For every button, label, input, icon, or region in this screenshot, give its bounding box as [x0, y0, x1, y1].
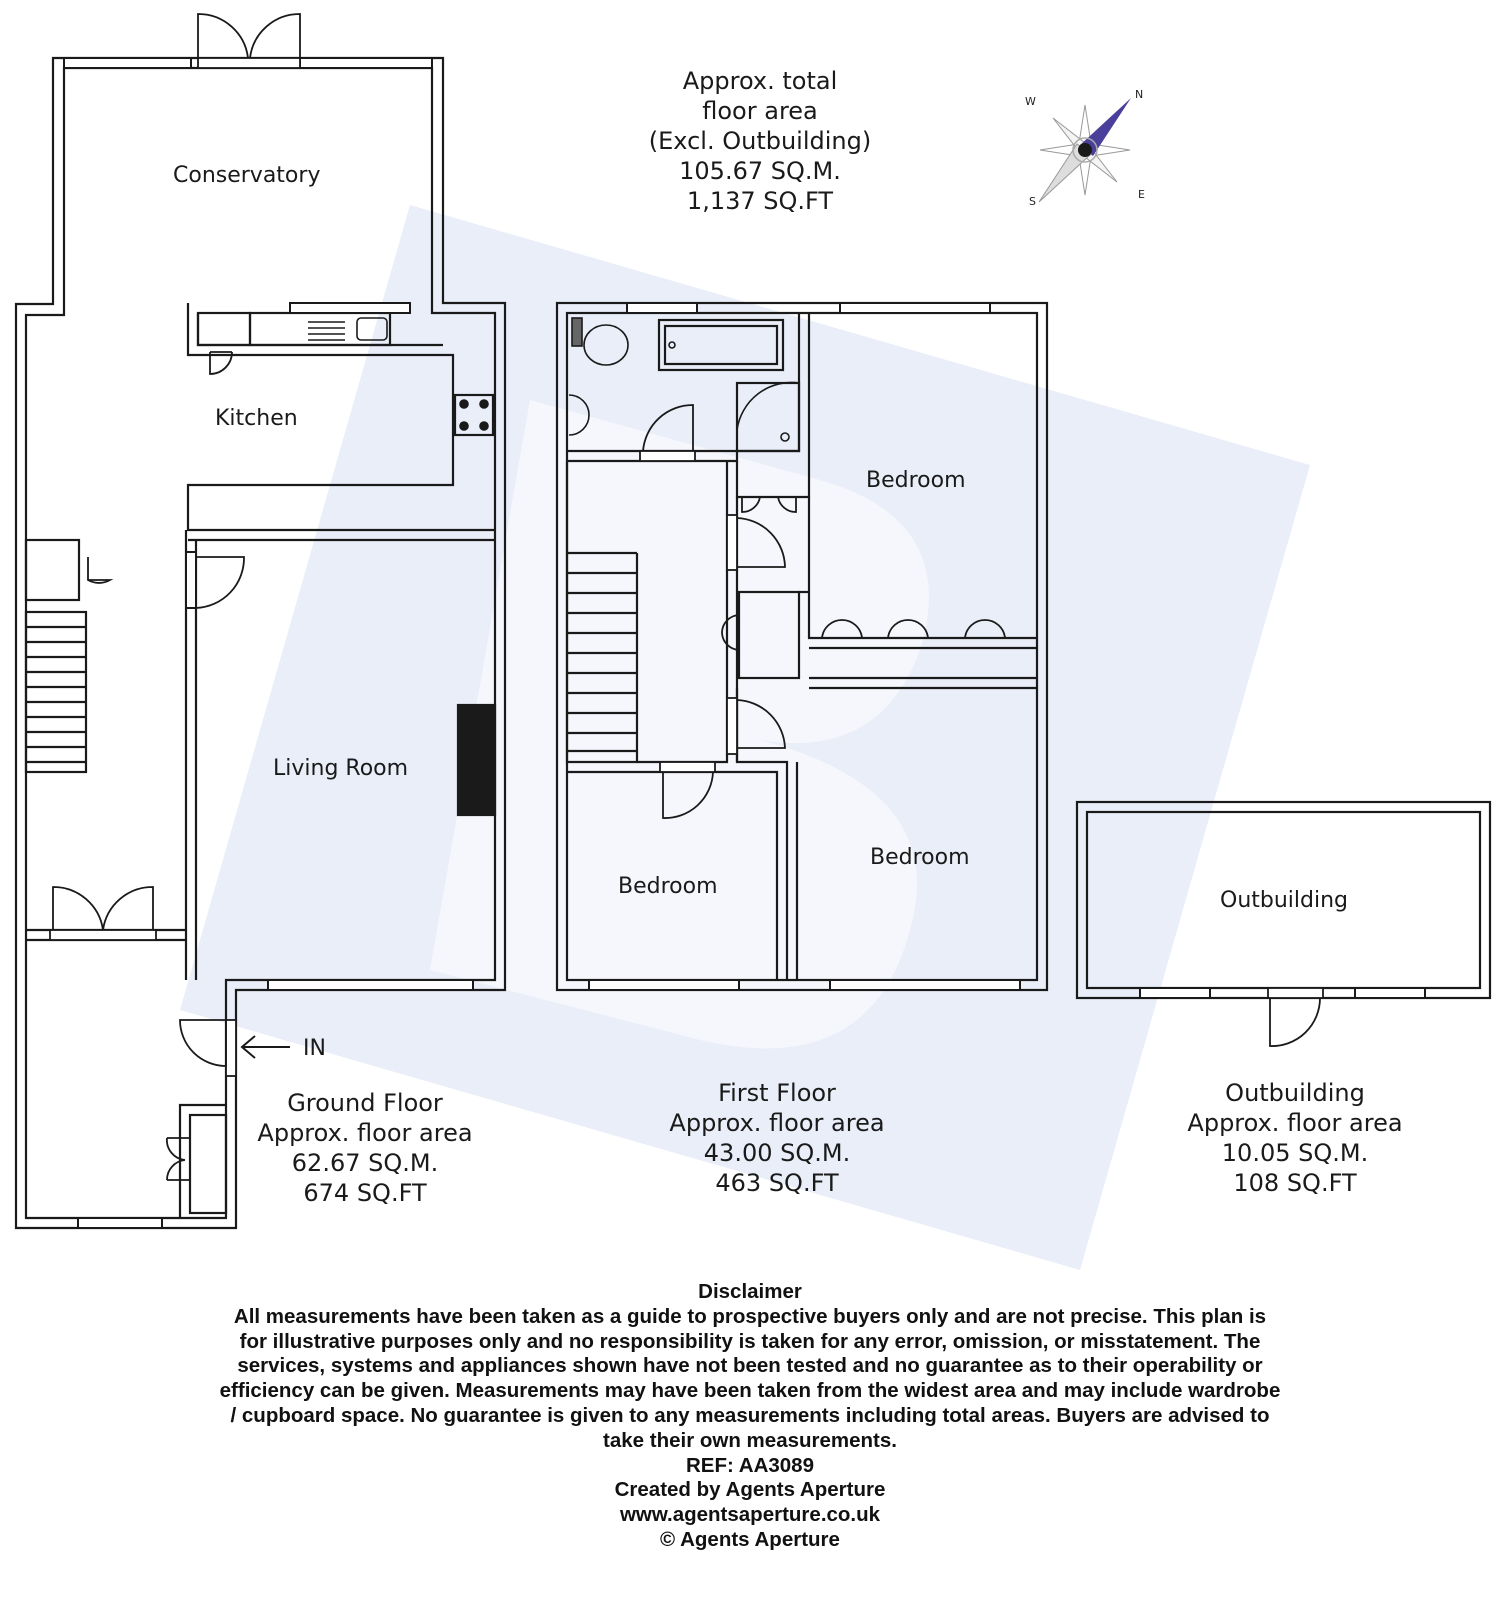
- room-bedroom-2: Bedroom: [618, 874, 718, 899]
- room-outbuilding: Outbuilding: [1220, 888, 1348, 913]
- total-area-line: floor area: [702, 97, 818, 125]
- disclaimer-line: services, systems and appliances shown h…: [237, 1354, 1263, 1378]
- total-area-line: Approx. total: [682, 67, 838, 95]
- room-kitchen: Kitchen: [215, 406, 298, 431]
- disclaimer: Disclaimer All measurements have been ta…: [150, 1280, 1350, 1553]
- ground-floor-line: 674 SQ.FT: [303, 1179, 427, 1207]
- ground-floor-area: Ground Floor Approx. floor area 62.67 SQ…: [225, 1088, 505, 1208]
- ground-floor-line: 62.67 SQ.M.: [291, 1149, 439, 1177]
- outbuilding-line: 108 SQ.FT: [1233, 1169, 1357, 1197]
- total-area-line: 105.67 SQ.M.: [679, 157, 841, 185]
- outbuilding-line: Outbuilding: [1225, 1079, 1365, 1107]
- first-floor-line: 463 SQ.FT: [715, 1169, 839, 1197]
- ground-floor-line: Ground Floor: [287, 1089, 443, 1117]
- entrance-arrow-icon: [240, 1035, 290, 1059]
- windows: [63, 57, 1426, 1229]
- compass-s: S: [1029, 195, 1036, 208]
- doors: [49, 13, 1324, 1181]
- watermark-logo: [180, 205, 1310, 1270]
- reference-number: REF: AA3089: [686, 1453, 814, 1477]
- compass-icon: N E S W: [1025, 88, 1145, 208]
- room-bedroom-1: Bedroom: [866, 468, 966, 493]
- compass-n: N: [1135, 88, 1143, 101]
- outbuilding-area: Outbuilding Approx. floor area 10.05 SQ.…: [1155, 1078, 1435, 1198]
- created-by: Created by Agents Aperture: [614, 1478, 886, 1502]
- outbuilding-line: 10.05 SQ.M.: [1221, 1139, 1369, 1167]
- compass-e: E: [1138, 188, 1145, 201]
- first-floor-area: First Floor Approx. floor area 43.00 SQ.…: [637, 1078, 917, 1198]
- entrance-label: IN: [303, 1036, 326, 1061]
- disclaimer-title: Disclaimer: [698, 1280, 802, 1303]
- disclaimer-line: take their own measurements.: [603, 1428, 897, 1452]
- room-living-room: Living Room: [273, 756, 408, 781]
- disclaimer-line: / cupboard space. No guarantee is given …: [230, 1403, 1270, 1427]
- first-floor-line: 43.00 SQ.M.: [703, 1139, 851, 1167]
- total-area-line: (Excl. Outbuilding): [648, 127, 872, 155]
- room-bedroom-3: Bedroom: [870, 845, 970, 870]
- copyright: © Agents Aperture: [660, 1527, 840, 1551]
- first-floor-line: Approx. floor area: [669, 1109, 885, 1137]
- total-area-line: 1,137 SQ.FT: [686, 187, 834, 215]
- room-conservatory: Conservatory: [173, 163, 320, 188]
- ground-floor-line: Approx. floor area: [257, 1119, 473, 1147]
- compass-w: W: [1025, 95, 1036, 108]
- total-area: Approx. total floor area (Excl. Outbuild…: [610, 66, 910, 216]
- disclaimer-line: for illustrative purposes only and no re…: [239, 1329, 1261, 1353]
- first-floor-line: First Floor: [718, 1079, 836, 1107]
- disclaimer-line: efficiency can be given. Measurements ma…: [219, 1379, 1281, 1403]
- disclaimer-line: All measurements have been taken as a gu…: [233, 1304, 1267, 1328]
- fixtures: [308, 317, 800, 451]
- website-link[interactable]: www.agentsaperture.co.uk: [619, 1503, 881, 1527]
- outbuilding-line: Approx. floor area: [1187, 1109, 1403, 1137]
